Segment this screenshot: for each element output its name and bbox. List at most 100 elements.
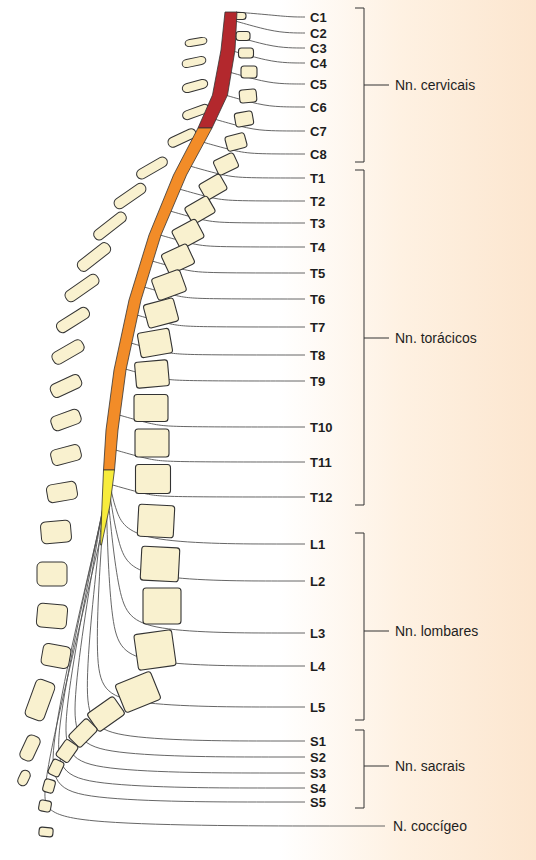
bracket (355, 170, 364, 505)
vertebral-body (239, 89, 257, 103)
cord-segment (198, 12, 237, 128)
vertebral-body (55, 739, 79, 764)
spinous-process (24, 678, 56, 722)
vertebral-body (134, 360, 169, 389)
segment-label: C5 (310, 78, 327, 91)
vertebral-body (47, 758, 65, 778)
segment-label: C7 (310, 125, 327, 138)
spinous-process (92, 210, 129, 242)
vertebral-body (143, 297, 179, 328)
segment-label: C6 (310, 101, 327, 114)
segment-label: L4 (310, 660, 325, 673)
nerve-line (53, 517, 305, 802)
brackets (355, 8, 389, 808)
segment-label: T8 (310, 349, 325, 362)
spinous-process (112, 181, 148, 211)
segment-label: T6 (310, 293, 325, 306)
vertebral-body (241, 66, 257, 78)
segment-label: T3 (310, 217, 325, 230)
segment-label: T9 (310, 375, 325, 388)
spinous-process (40, 520, 72, 545)
nerve-line (107, 482, 305, 633)
nerve-line (190, 166, 305, 178)
vertebral-body (140, 546, 180, 582)
bracket-leader (364, 631, 389, 632)
spinous-process (49, 443, 82, 466)
nerve-line (214, 119, 305, 131)
spinous-process (63, 272, 101, 304)
segment-label: C1 (310, 11, 327, 24)
nerve-line (97, 492, 305, 707)
spinous-process (135, 155, 169, 181)
segment-label: L2 (310, 575, 325, 588)
cord-segment (104, 128, 213, 470)
nerve-line (66, 507, 305, 773)
vertebral-body (236, 32, 250, 41)
vertebral-body (171, 218, 205, 249)
spinous-process (50, 338, 86, 366)
group-label: Nn. sacrais (395, 759, 465, 773)
spinous-process (185, 37, 208, 48)
spinous-process (37, 562, 67, 586)
segment-label: L5 (310, 701, 325, 714)
vertebral-body (137, 504, 175, 538)
nerve-line (179, 189, 305, 201)
spinous-process (46, 481, 79, 504)
segment-label: T7 (310, 321, 325, 334)
bracket (355, 730, 364, 808)
vertebral-body (184, 195, 216, 224)
vertebral-body (143, 588, 181, 624)
segment-label: S5 (310, 796, 326, 809)
spinous-process (181, 78, 208, 93)
segment-label: T1 (310, 172, 325, 185)
group-label: Nn. torácicos (395, 331, 477, 345)
segment-label: L3 (310, 627, 325, 640)
vertebral-bodies (38, 13, 257, 838)
nerve-line (225, 95, 305, 107)
spinous-process (55, 305, 92, 334)
vertebral-body (135, 429, 169, 457)
cord-segment (101, 470, 115, 545)
segment-label: C2 (310, 27, 327, 40)
bracket-leader (364, 338, 389, 339)
segment-label: T12 (310, 491, 332, 504)
bracket (355, 8, 364, 162)
spinal-cord (101, 12, 238, 545)
vertebral-body (136, 465, 171, 494)
spinous-process (16, 769, 32, 788)
vertebral-body (198, 173, 228, 201)
vertebral-body (115, 671, 161, 713)
segment-label: T4 (310, 241, 325, 254)
vertebral-body (39, 827, 54, 837)
segment-label: S3 (310, 767, 326, 780)
segment-label: S2 (310, 751, 326, 764)
spinous-process (49, 373, 84, 399)
vertebral-body (224, 132, 247, 152)
segment-label: C4 (310, 57, 327, 70)
vertebral-body (137, 328, 173, 358)
segment-label: L1 (310, 538, 325, 551)
segment-label: T2 (310, 195, 325, 208)
segment-label: S4 (310, 782, 326, 795)
spinous-process (75, 241, 112, 274)
vertebral-body (151, 269, 187, 301)
nerve-line (75, 502, 305, 757)
spinous-process (18, 733, 42, 762)
vertebral-body (38, 800, 52, 813)
nerve-line (59, 512, 305, 788)
segment-label: T11 (310, 456, 332, 469)
vertebral-body (134, 630, 177, 671)
segment-label: T5 (310, 267, 325, 280)
vertebral-body (234, 111, 254, 128)
nerve-line (87, 497, 305, 741)
vertebral-body (213, 152, 240, 176)
nerve-line (45, 540, 385, 826)
segment-label: C3 (310, 42, 327, 55)
nerve-roots (45, 12, 385, 826)
nerve-line (203, 142, 305, 154)
group-label: Nn. lombares (395, 624, 478, 638)
spinous-process (49, 408, 82, 432)
vertebral-body (239, 48, 254, 58)
